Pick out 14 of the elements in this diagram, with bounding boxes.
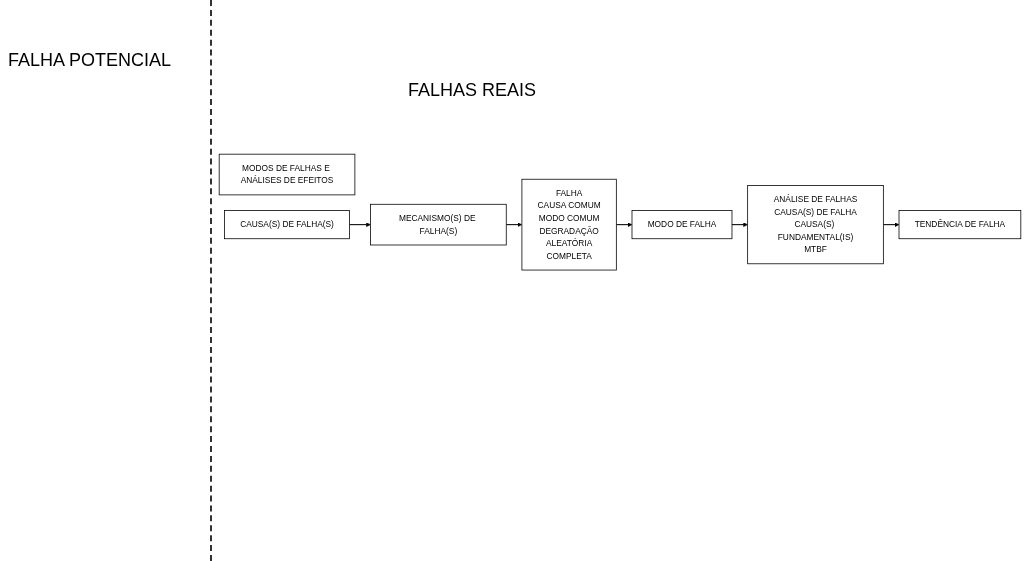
arrow <box>882 222 900 227</box>
node-box: TENDÊNCIA DE FALHA <box>898 210 1022 240</box>
node-box: MECANISMO(S) DE FALHA(S) <box>370 203 507 246</box>
node-box: FALHA CAUSA COMUM MODO COMUM DEGRADAÇÃO ALEATÓRIA COMPLETA <box>521 178 617 271</box>
node-box: MODOS DE FALHAS E ANÁLISES DE EFEITOS <box>218 153 356 196</box>
section-label: FALHA POTENCIAL <box>7 49 173 72</box>
section-label: FALHAS REAIS <box>408 79 537 102</box>
arrow <box>731 222 748 227</box>
arrow <box>615 222 633 227</box>
node-box: CAUSA(S) DE FALHA(S) <box>224 210 350 240</box>
node-box: ANÁLISE DE FALHAS CAUSA(S) DE FALHA CAUSA(S) FUNDAMENTAL(IS) MTBF <box>747 185 884 265</box>
arrow <box>349 222 371 227</box>
node-box: MODO DE FALHA <box>631 210 733 240</box>
arrow <box>505 222 523 227</box>
